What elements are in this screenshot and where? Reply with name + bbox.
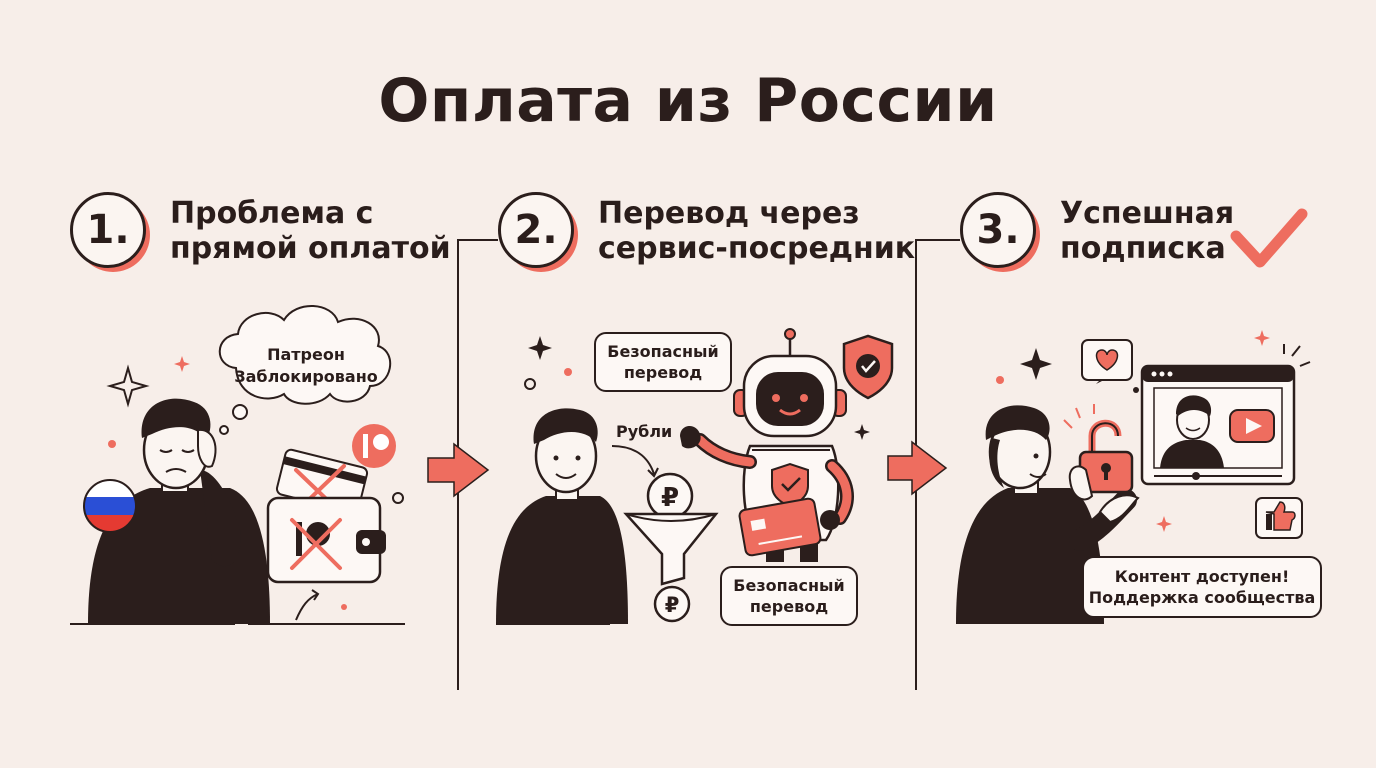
bubble-secure-transfer-bottom: Безопасный перевод <box>720 566 858 626</box>
step-2-scene: ₽ ₽ <box>496 328 894 625</box>
step-3-label-line-2: подписка <box>1060 231 1226 266</box>
rubles-label: Рубли <box>616 422 673 441</box>
step-3-scene <box>956 330 1311 624</box>
step-2-number: 2. <box>498 192 574 268</box>
svg-text:₽: ₽ <box>661 483 679 513</box>
svg-text:₽: ₽ <box>665 593 680 617</box>
step-2-label: Перевод через сервис-посредник <box>598 196 915 266</box>
step-1-scene <box>70 305 405 625</box>
bubble-bottom-line-2: перевод <box>749 597 829 616</box>
step-1-label-line-2: прямой оплатой <box>170 231 451 266</box>
arrow-right-icon <box>427 442 490 498</box>
step-1-label: Проблема с прямой оплатой <box>170 196 451 266</box>
heart-icon <box>1081 339 1133 384</box>
step-1-number: 1. <box>70 192 146 268</box>
step-3-number: 3. <box>960 192 1036 268</box>
sparkle-icon <box>106 364 150 408</box>
bubble-step3-line-2: Поддержка сообщества <box>1088 588 1316 607</box>
step-2-label-line-1: Перевод через <box>598 196 860 231</box>
ruble-coin-icon: ₽ <box>646 472 694 520</box>
russia-flag-icon <box>83 479 137 533</box>
bubble-content-available: Контент доступен! Поддержка сообщества <box>1082 556 1322 618</box>
step-2-label-line-2: сервис-посредник <box>598 231 916 266</box>
connector-lines <box>457 239 960 690</box>
check-mark-icon <box>1230 208 1308 268</box>
bubble-bottom-line-1: Безопасный <box>733 576 845 595</box>
step-1-badge: 1. <box>70 192 150 272</box>
play-icon <box>1229 409 1275 443</box>
bubble-top-line-2: перевод <box>623 363 703 382</box>
bubble-step3-line-1: Контент доступен! <box>1114 567 1290 586</box>
thumbs-up-icon <box>1255 497 1303 539</box>
thought-line-2: Заблокировано <box>234 367 378 386</box>
step-2-badge: 2. <box>498 192 578 272</box>
bubble-top-line-1: Безопасный <box>607 342 719 361</box>
funnel-icon <box>623 512 719 586</box>
card-icon <box>275 448 369 516</box>
step-3-header: 3. Успешная подписка <box>960 192 1234 272</box>
bank-card-icon <box>738 497 840 557</box>
wallet-icon <box>266 496 386 584</box>
page-title: Оплата из России <box>378 66 998 136</box>
shield-check-icon <box>842 334 894 400</box>
ruble-coin-icon: ₽ <box>653 585 691 623</box>
arrow-right-icon <box>887 440 948 496</box>
thought-cloud-text: Патреон Заблокировано <box>226 344 386 388</box>
bubble-secure-transfer-top: Безопасный перевод <box>594 332 732 392</box>
robot-icon <box>680 328 854 562</box>
video-window <box>1140 364 1296 486</box>
step-3-label-line-1: Успешная <box>1060 196 1235 231</box>
step-1-header: 1. Проблема с прямой оплатой <box>70 192 451 272</box>
thought-cloud <box>218 305 392 405</box>
thought-line-1: Патреон <box>267 345 345 364</box>
padlock-open-icon <box>1063 404 1134 494</box>
patreon-icon <box>352 424 396 468</box>
step-3-badge: 3. <box>960 192 1040 272</box>
step-2-header: 2. Перевод через сервис-посредник <box>498 192 915 272</box>
step-3-label: Успешная подписка <box>1060 196 1234 266</box>
step-1-label-line-1: Проблема с <box>170 196 374 231</box>
